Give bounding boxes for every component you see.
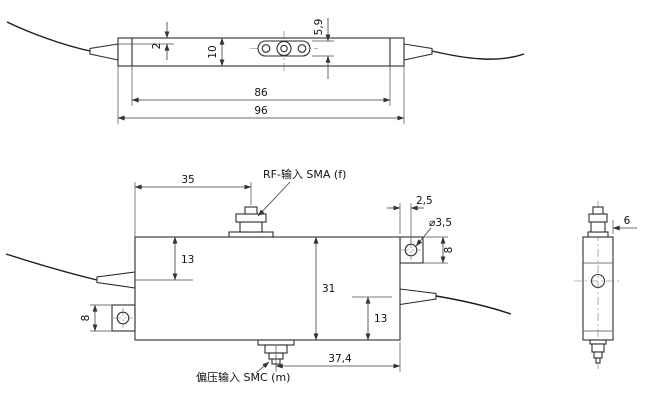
- dim-label-10: 10: [207, 45, 219, 58]
- dim-overall-length-96: 96: [117, 66, 405, 124]
- dim-label-2: 2: [151, 43, 163, 50]
- strain-relief-left-front: [96, 271, 136, 289]
- dim-tab-left-8: 8: [80, 304, 112, 332]
- dim-label-5-9: 5,9: [313, 19, 325, 36]
- dim-inner-length-86: 86: [131, 66, 391, 106]
- top-view: 5,9 2 10 86 96: [6, 18, 525, 124]
- sma-center-outer: [276, 40, 292, 57]
- dim-label-96: 96: [254, 105, 268, 117]
- strain-relief-left: [89, 43, 119, 61]
- dim-label-13-right: 13: [374, 313, 387, 325]
- sma-connector-front: [228, 206, 274, 238]
- dim-label-13-left: 13: [181, 254, 194, 266]
- strain-relief-right-front: [399, 288, 437, 306]
- dim-axis-top-13: 13: [135, 236, 194, 281]
- dim-label-2-5: 2,5: [416, 195, 433, 207]
- dim-hole-offset-2-5: 2,5: [387, 195, 433, 243]
- dim-label-86: 86: [254, 87, 268, 99]
- dim-body-height-31: 31: [313, 236, 335, 341]
- bias-leader-line: [255, 361, 270, 374]
- dim-rf-offset-35: 35: [134, 174, 252, 237]
- fiber-pigtail-left-front: [5, 253, 98, 281]
- hole-dia-label: ⌀3,5: [429, 217, 452, 229]
- strain-relief-right: [403, 43, 433, 61]
- rf-input-label: RF-输入 SMA (f): [263, 167, 346, 181]
- dim-smc-offset-37-4: 37,4: [275, 342, 401, 372]
- dim-label-8-left: 8: [80, 315, 92, 322]
- dim-axis-bottom-13: 13: [352, 296, 392, 341]
- dim-flange-5-9: 5,9: [312, 18, 334, 79]
- fiber-pigtail-left: [6, 21, 91, 52]
- dim-tab-right-8: 8: [423, 236, 455, 264]
- dim-body-height-10: 10: [207, 37, 225, 67]
- dim-end-width-6: 6: [612, 215, 637, 234]
- sma-flange-hole-left: [261, 44, 271, 53]
- smc-connector-end: [589, 339, 607, 364]
- dim-label-6: 6: [624, 215, 631, 227]
- fiber-pigtail-right-front: [435, 295, 512, 315]
- device-body-front: [134, 236, 401, 341]
- fiber-pigtail-right: [431, 50, 525, 60]
- dim-label-31: 31: [322, 283, 335, 295]
- dim-label-8-right: 8: [443, 247, 455, 254]
- end-view: 6: [574, 201, 637, 371]
- front-view: 35 RF-输入 SMA (f) 2,5 ⌀3,5 8 13 31: [5, 167, 512, 384]
- sma-flange-hole-right: [297, 44, 307, 53]
- dim-edge-offset-2: 2: [118, 22, 174, 60]
- sma-flange-top: [257, 40, 311, 57]
- bias-input-label: 偏压输入 SMC (m): [196, 370, 290, 384]
- dim-label-37-4: 37,4: [328, 353, 352, 365]
- rf-leader-line: [257, 181, 291, 217]
- dim-label-35: 35: [181, 174, 194, 186]
- sma-center-inner: [280, 44, 288, 53]
- sma-connector-end: [587, 206, 609, 238]
